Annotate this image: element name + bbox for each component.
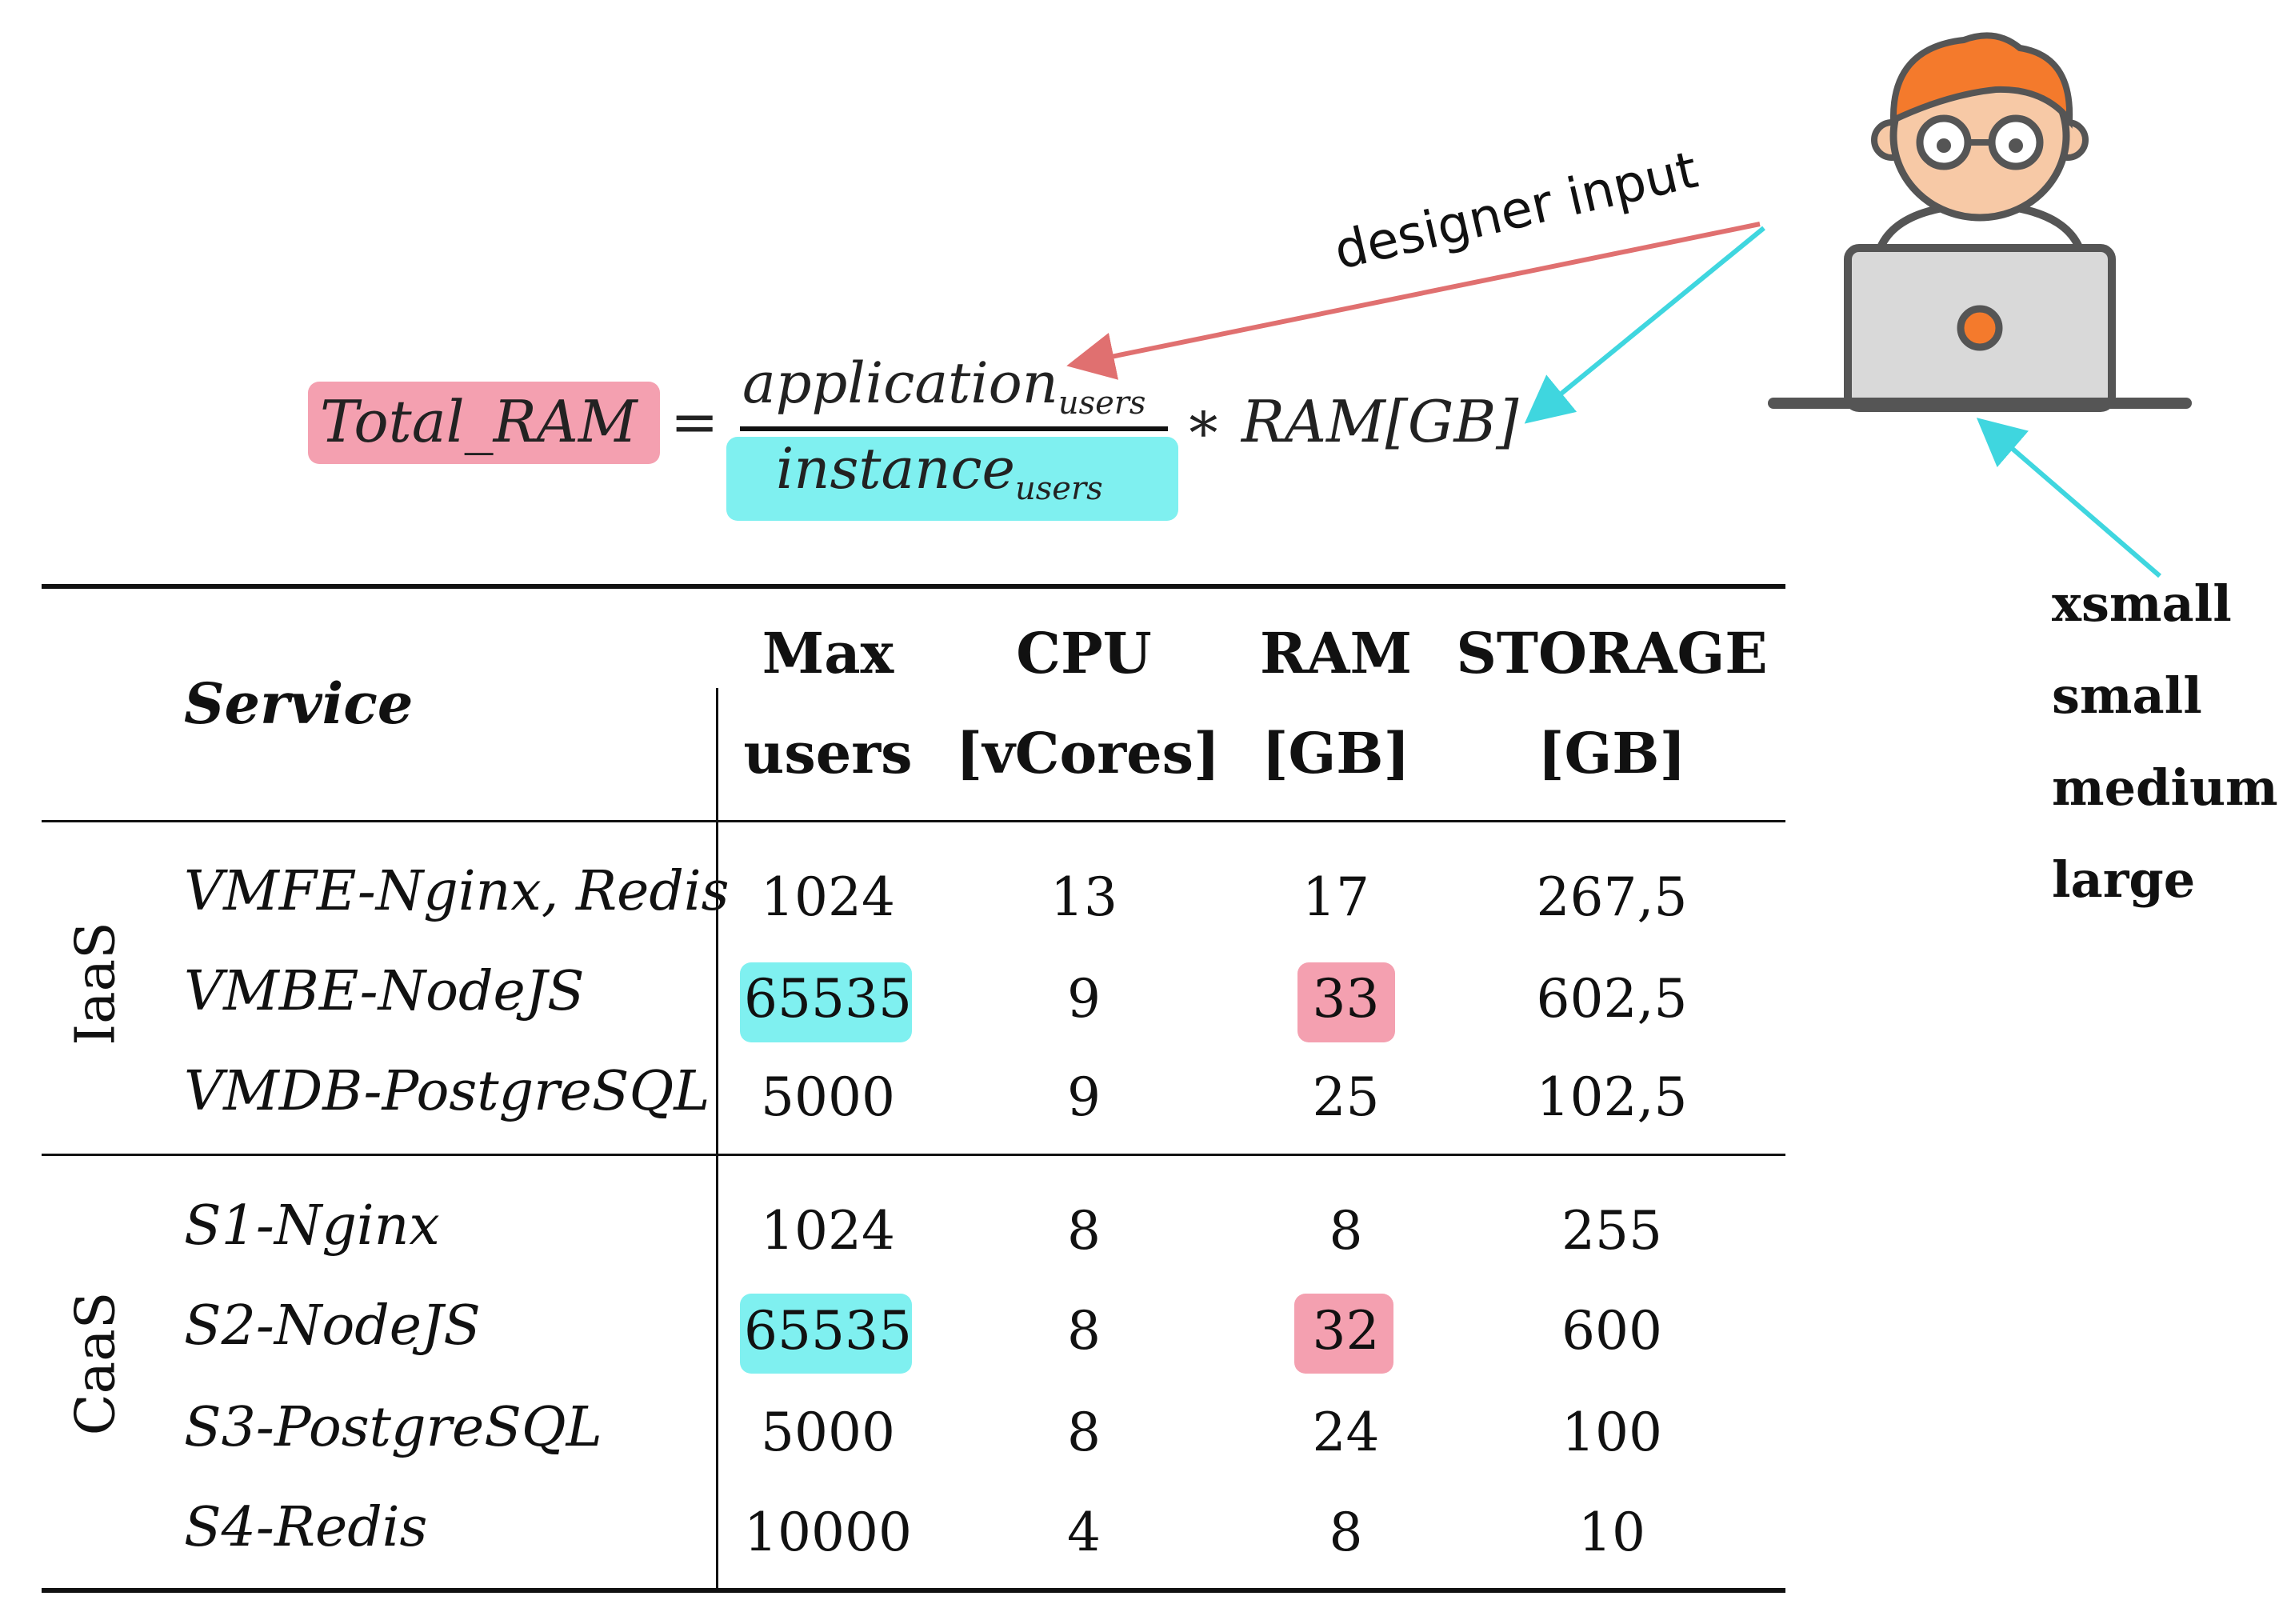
header-storage-2: [GB] [1537, 720, 1686, 786]
service-name: VMDB-PostgreSQL [184, 1060, 710, 1123]
designer-avatar-icon [1768, 32, 2192, 412]
max-users-cell: 65535 [744, 968, 912, 1030]
storage-cell: 267,5 [1536, 866, 1688, 928]
ram-cell: 17 [1302, 866, 1369, 928]
ram-cell: 32 [1312, 1300, 1380, 1362]
header-bottom-rule [42, 820, 1785, 822]
storage-cell: 100 [1561, 1402, 1662, 1463]
group-label-caas: CaaS [64, 1291, 128, 1436]
group-separator-rule [42, 1154, 1785, 1156]
designer-input-arrow-red [1066, 222, 1761, 380]
header-storage-1: STORAGE [1456, 620, 1768, 686]
size-small: small [2052, 666, 2202, 725]
formula-numerator: applicationusers [742, 350, 1145, 422]
table-top-rule [42, 584, 1785, 589]
header-cpu-2: [vCores] [956, 720, 1221, 786]
ram-cell: 33 [1312, 968, 1380, 1030]
max-users-cell: 10000 [744, 1502, 912, 1563]
max-users-highlight [740, 1294, 912, 1374]
max-users-cell: 65535 [744, 1300, 912, 1362]
numerator-subscript: users [1058, 385, 1146, 422]
max-users-cell: 5000 [761, 1066, 895, 1128]
denominator-highlight [726, 437, 1178, 521]
storage-cell: 602,5 [1536, 968, 1688, 1030]
size-arrow-cyan [1976, 418, 2161, 578]
ram-highlight [1294, 1294, 1393, 1374]
storage-cell: 10 [1578, 1502, 1645, 1563]
service-name: VMBE-NodeJS [184, 960, 585, 1023]
ram-cell: 25 [1312, 1066, 1380, 1128]
service-column-divider [716, 688, 718, 1588]
header-ram-2: [GB] [1261, 720, 1410, 786]
total-ram-highlight [308, 382, 660, 464]
formula-lhs: Total_RAM [320, 388, 638, 455]
cpu-cell: 4 [1067, 1502, 1101, 1563]
cpu-cell: 8 [1067, 1402, 1101, 1463]
storage-cell: 255 [1561, 1200, 1662, 1262]
table-bottom-rule [42, 1588, 1785, 1593]
service-name: VMFE-Nginx, Redis [184, 860, 730, 923]
storage-cell: 600 [1561, 1300, 1662, 1362]
ram-cell: 8 [1329, 1200, 1363, 1262]
formula-rhs: ∗ RAM[GB] [1184, 388, 1519, 455]
designer-input-arrow-cyan [1524, 226, 1765, 424]
cpu-cell: 8 [1067, 1200, 1101, 1262]
cpu-cell: 8 [1067, 1300, 1101, 1362]
service-name: S4-Redis [184, 1496, 428, 1559]
group-label-iaas: IaaS [64, 922, 128, 1046]
numerator-text: application [742, 350, 1058, 416]
denominator-subscript: users [1014, 470, 1103, 507]
service-name: S3-PostgreSQL [184, 1396, 602, 1459]
max-users-cell: 5000 [761, 1402, 895, 1463]
service-name: S2-NodeJS [184, 1294, 481, 1358]
cpu-cell: 9 [1067, 1066, 1101, 1128]
ram-cell: 8 [1329, 1502, 1363, 1563]
ram-cell: 24 [1312, 1402, 1380, 1463]
formula-equals: = [670, 388, 719, 455]
max-users-highlight [740, 962, 912, 1042]
cpu-cell: 13 [1050, 866, 1118, 928]
header-cpu-1: CPU [1016, 620, 1152, 686]
service-name: S1-Nginx [184, 1194, 440, 1258]
formula-denominator: instanceusers [776, 436, 1103, 507]
size-medium: medium [2052, 758, 2278, 817]
header-ram-1: RAM [1260, 620, 1412, 686]
fraction-bar [740, 426, 1168, 431]
ram-highlight [1297, 962, 1395, 1042]
header-max-users-1: Max [762, 620, 894, 686]
max-users-cell: 1024 [761, 866, 895, 928]
header-service: Service [184, 670, 414, 737]
header-max-users-2: users [743, 720, 913, 786]
cpu-cell: 9 [1067, 968, 1101, 1030]
denominator-text: instance [776, 436, 1015, 502]
storage-cell: 102,5 [1536, 1066, 1688, 1128]
size-xsmall: xsmall [2052, 574, 2232, 633]
size-large: large [2052, 850, 2196, 909]
max-users-cell: 1024 [761, 1200, 895, 1262]
